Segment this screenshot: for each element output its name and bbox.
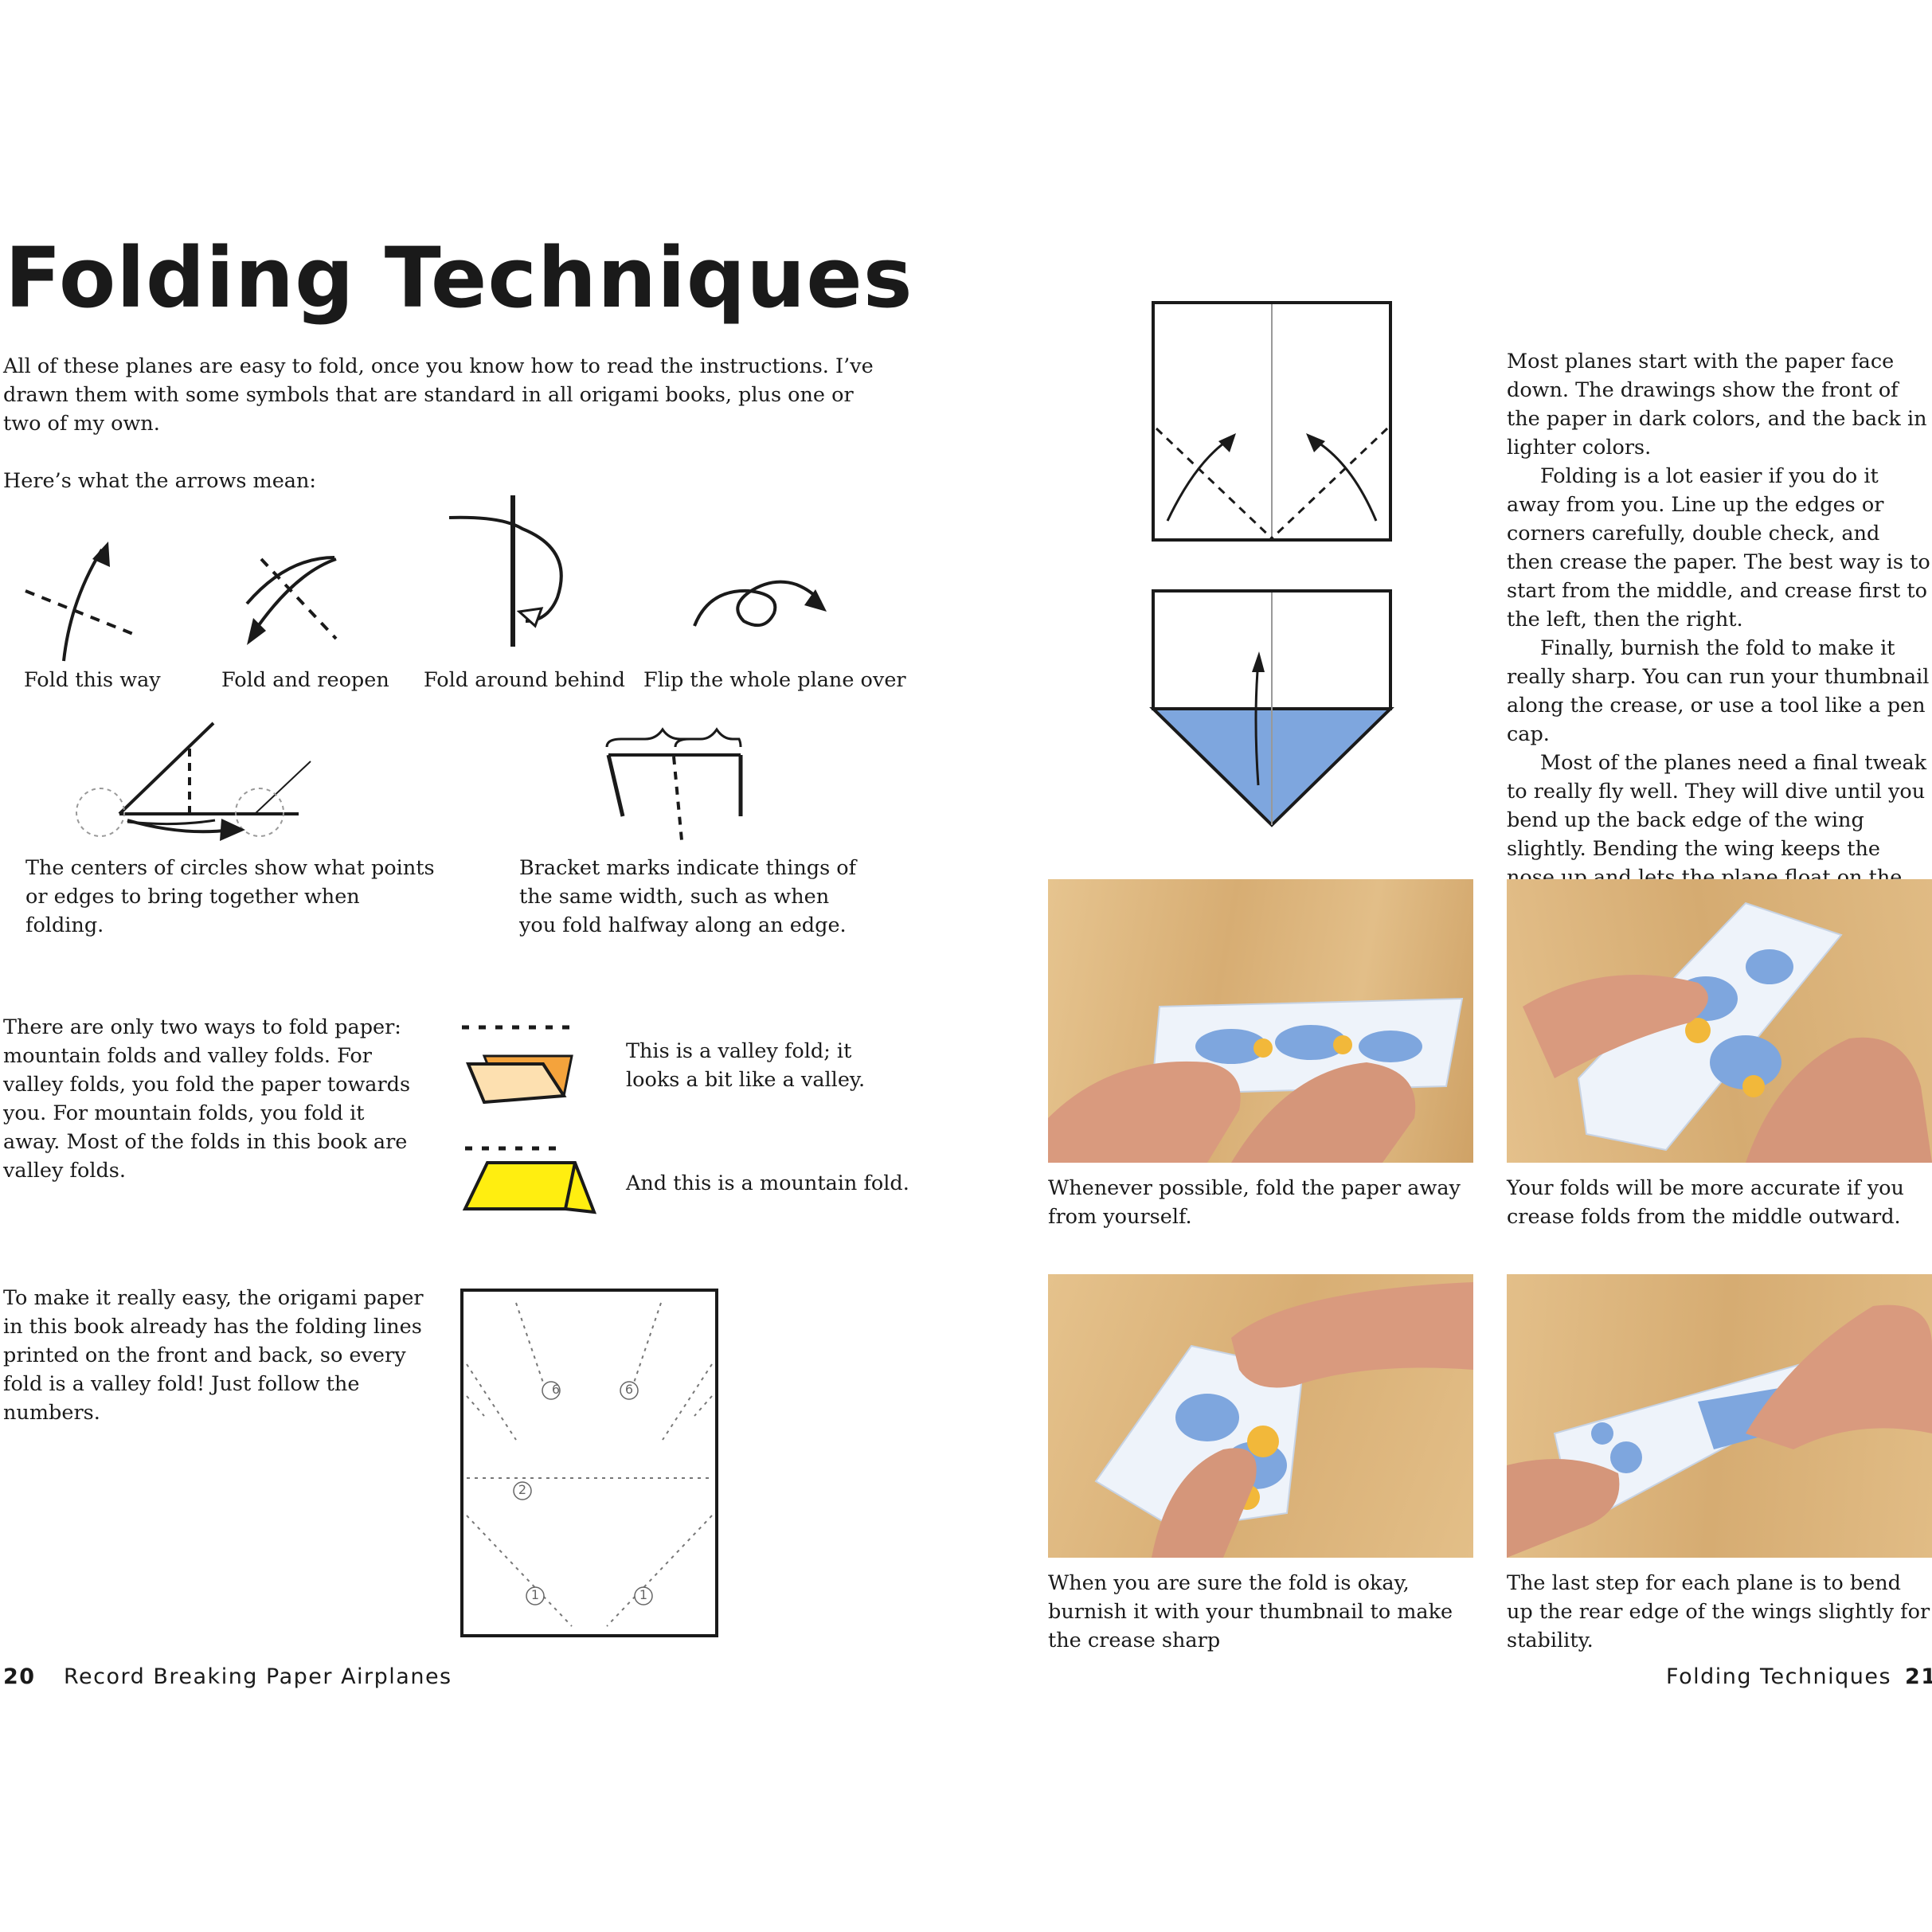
- arrow-label-fold-around-behind: Fold around behind: [424, 668, 625, 692]
- flip-plane-icon: [693, 580, 827, 628]
- paper-paragraph: To make it really easy, the origami pape…: [3, 1286, 424, 1425]
- left-page-number: 20: [3, 1664, 36, 1689]
- diagram-number-6a: 6: [551, 1382, 561, 1397]
- photo-fold-away: [1048, 879, 1473, 1163]
- arrow-label-fold-and-reopen: Fold and reopen: [221, 668, 389, 692]
- fold-this-way-icon: [25, 542, 138, 662]
- printed-paper-diagram: [460, 1289, 718, 1637]
- bracket-marks-diagram: [605, 727, 743, 841]
- left-running-title: Record Breaking Paper Airplanes: [64, 1664, 452, 1689]
- mountain-fold-diagram: [462, 1146, 597, 1214]
- mountain-fold-caption: And this is a mountain fold.: [626, 1171, 909, 1195]
- brackets-caption: Bracket marks indicate things of the sam…: [519, 856, 857, 937]
- right-paragraph-2: Folding is a lot easier if you do it awa…: [1507, 464, 1930, 632]
- fold-diagram-step-2: [1149, 589, 1394, 827]
- diagram-number-1a: 1: [530, 1587, 540, 1602]
- circle-points-diagram: [76, 722, 311, 841]
- folds-paragraph: There are only two ways to fold paper: m…: [3, 1015, 411, 1183]
- diagram-number-6b: 6: [624, 1382, 634, 1397]
- photo-caption-3: When you are sure the fold is okay, burn…: [1048, 1571, 1453, 1652]
- right-running-title: Folding Techniques: [1666, 1664, 1892, 1689]
- photo-caption-2: Your folds will be more accurate if you …: [1507, 1176, 1904, 1229]
- fold-diagram-step-1: [1152, 301, 1392, 542]
- photo-caption-4: The last step for each plane is to bend …: [1507, 1571, 1930, 1652]
- page-title: Folding Techniques: [5, 229, 913, 327]
- valley-fold-diagram: [462, 1025, 573, 1105]
- arrows-intro: Here’s what the arrows mean:: [3, 469, 317, 493]
- diagram-number-1b: 1: [639, 1587, 648, 1602]
- intro-paragraph: All of these planes are easy to fold, on…: [3, 354, 874, 436]
- right-paragraph-3: Finally, burnish the fold to make it rea…: [1507, 636, 1930, 746]
- photo-caption-1: Whenever possible, fold the paper away f…: [1048, 1176, 1461, 1229]
- arrow-label-flip-plane: Flip the whole plane over: [643, 668, 906, 692]
- photo-burnish: [1048, 1274, 1473, 1558]
- valley-fold-caption: This is a valley fold; it looks a bit li…: [626, 1039, 866, 1092]
- fold-and-reopen-icon: [245, 556, 338, 645]
- arrow-label-fold-this-way: Fold this way: [24, 668, 161, 692]
- diagram-number-2: 2: [518, 1482, 527, 1497]
- right-page-text: Most planes start with the paper face do…: [1507, 347, 1932, 978]
- fold-around-behind-icon: [448, 495, 563, 647]
- photo-crease-middle: [1507, 879, 1932, 1163]
- photo-bend-wings: [1507, 1274, 1932, 1558]
- right-page-number: 21: [1905, 1664, 1932, 1689]
- circles-caption: The centers of circles show what points …: [25, 856, 435, 937]
- right-paragraph-1: Most planes start with the paper face do…: [1507, 350, 1927, 460]
